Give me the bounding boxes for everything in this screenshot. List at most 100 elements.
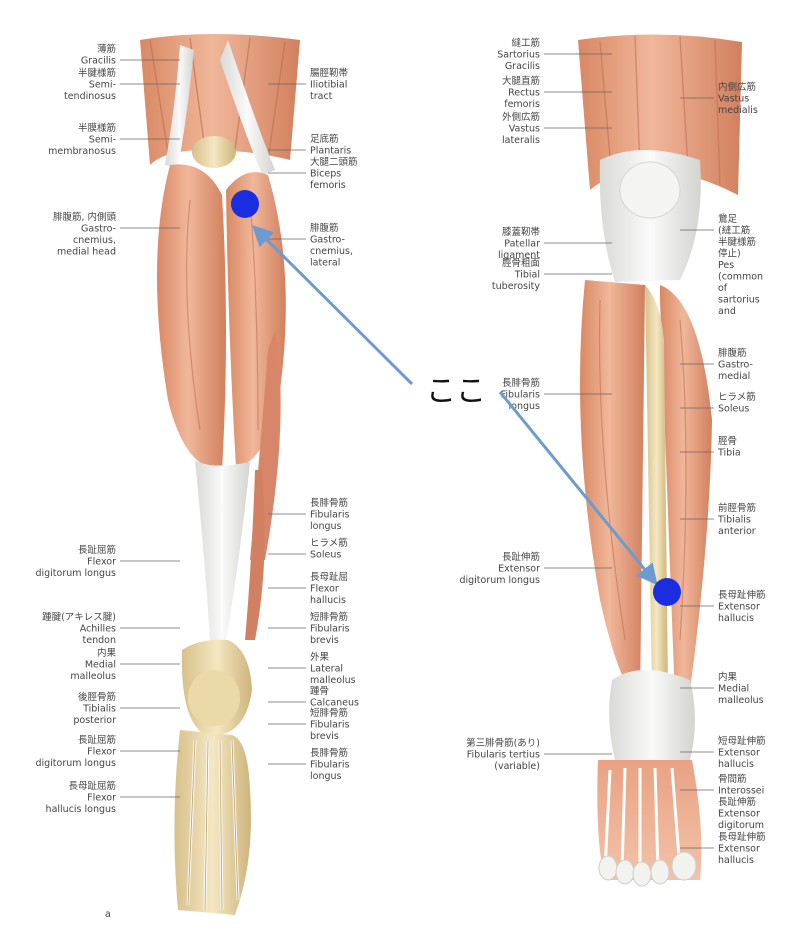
label-line: 長腓骨筋 bbox=[310, 497, 348, 509]
label-line: 第三腓骨筋(あり) bbox=[466, 737, 540, 749]
label-line: Extensor bbox=[718, 809, 760, 820]
label-line: (縫工筋 bbox=[718, 225, 750, 237]
label-line: Iliotibial bbox=[310, 80, 347, 91]
label-line: 半膜様筋 bbox=[78, 122, 116, 134]
posterior-labels-left: 薄筋Gracilis半腱様筋Semi-tendinosus半膜様筋Semi-me… bbox=[35, 43, 180, 815]
label-line: Fibularis bbox=[310, 760, 349, 771]
label-line: Tibialis bbox=[717, 515, 751, 526]
label-line: Patellar bbox=[504, 239, 540, 250]
label-line: hallucis bbox=[718, 855, 754, 866]
label-line: medial head bbox=[57, 247, 116, 258]
marker-dot-anterior bbox=[653, 578, 681, 606]
label-line: 腸脛靭帯 bbox=[310, 67, 349, 79]
annotation-text: ここ bbox=[426, 374, 486, 409]
label-line: femoris bbox=[310, 180, 346, 191]
label-line: Fibularis bbox=[310, 720, 349, 731]
label-line: Soleus bbox=[718, 404, 749, 415]
label-line: ヒラメ筋 bbox=[310, 537, 348, 549]
label-line: 踵骨 bbox=[310, 685, 329, 697]
label-line: Flexor bbox=[87, 747, 116, 758]
label-line: lateralis bbox=[502, 135, 540, 146]
label-line: Tibial bbox=[514, 270, 540, 281]
label-line: Gracilis bbox=[505, 61, 540, 72]
label-line: brevis bbox=[310, 635, 339, 646]
label-line: Extensor bbox=[718, 844, 760, 855]
label-line: anterior bbox=[718, 526, 756, 537]
marker-dot-posterior bbox=[231, 190, 259, 218]
label-line: 脛骨粗面 bbox=[502, 257, 540, 269]
label-line: 内側広筋 bbox=[718, 81, 756, 93]
label-line: Flexor bbox=[87, 793, 116, 804]
label-line: 停止) bbox=[718, 248, 741, 260]
label-line: Semi- bbox=[89, 135, 116, 146]
label-line: cnemius, bbox=[310, 246, 353, 257]
label-line: Gastro- bbox=[718, 360, 753, 371]
label-line: Sartorius bbox=[497, 50, 540, 61]
label-line: posterior bbox=[73, 715, 116, 726]
label-line: Medial bbox=[85, 660, 116, 671]
label-line: ヒラメ筋 bbox=[718, 391, 756, 403]
figure-letter: a bbox=[105, 909, 111, 920]
label-line: 腓腹筋 bbox=[718, 347, 747, 359]
label-line: Extensor bbox=[718, 748, 760, 759]
label-line: digitorum longus bbox=[35, 568, 116, 579]
label-line: Pes bbox=[718, 260, 734, 271]
label-line: 踵腱(アキレス腱) bbox=[42, 611, 116, 623]
label-line: Gastro- bbox=[310, 235, 345, 246]
label-line: tendon bbox=[83, 635, 116, 646]
label-line: Tibialis bbox=[82, 704, 116, 715]
label-line: 後脛骨筋 bbox=[78, 691, 116, 703]
label-line: 足底筋 bbox=[310, 133, 339, 145]
label-line: 内果 bbox=[718, 671, 738, 683]
label-line: 大腿直筋 bbox=[502, 75, 540, 87]
label-line: Rectus bbox=[508, 88, 540, 99]
label-line: Biceps bbox=[310, 169, 341, 180]
label-line: 前脛骨筋 bbox=[718, 502, 756, 514]
label-line: digitorum longus bbox=[459, 575, 540, 586]
label-line: 半腱様筋 bbox=[718, 236, 756, 248]
label-line: Calcaneus bbox=[310, 698, 359, 709]
label-line: medial bbox=[718, 371, 750, 382]
label-line: 長母趾伸筋 bbox=[718, 831, 766, 843]
label-line: Flexor bbox=[310, 584, 339, 595]
label-line: 長母趾屈筋 bbox=[68, 780, 116, 792]
label-line: femoris bbox=[504, 99, 540, 110]
label-line: 腓腹筋, 内側頭 bbox=[53, 211, 117, 223]
label-line: membranosus bbox=[48, 146, 116, 157]
label-line: and bbox=[718, 306, 736, 317]
label-line: malleolus bbox=[70, 671, 116, 682]
label-line: Fibularis tertius bbox=[467, 750, 540, 761]
label-line: 長腓骨筋 bbox=[310, 747, 348, 759]
label-line: longus bbox=[509, 401, 541, 412]
label-line: Fibularis bbox=[501, 390, 540, 401]
label-line: hallucis bbox=[310, 595, 346, 606]
label-line: 鵞足 bbox=[718, 214, 738, 225]
label-anterior-labels-left-7: 第三腓骨筋(あり)Fibularis tertius(variable) bbox=[466, 737, 612, 772]
label-line: Tibia bbox=[717, 448, 741, 459]
label-line: Extensor bbox=[718, 602, 760, 613]
label-line: medialis bbox=[718, 105, 758, 116]
label-line: Fibularis bbox=[310, 624, 349, 635]
label-line: Lateral bbox=[310, 664, 343, 675]
